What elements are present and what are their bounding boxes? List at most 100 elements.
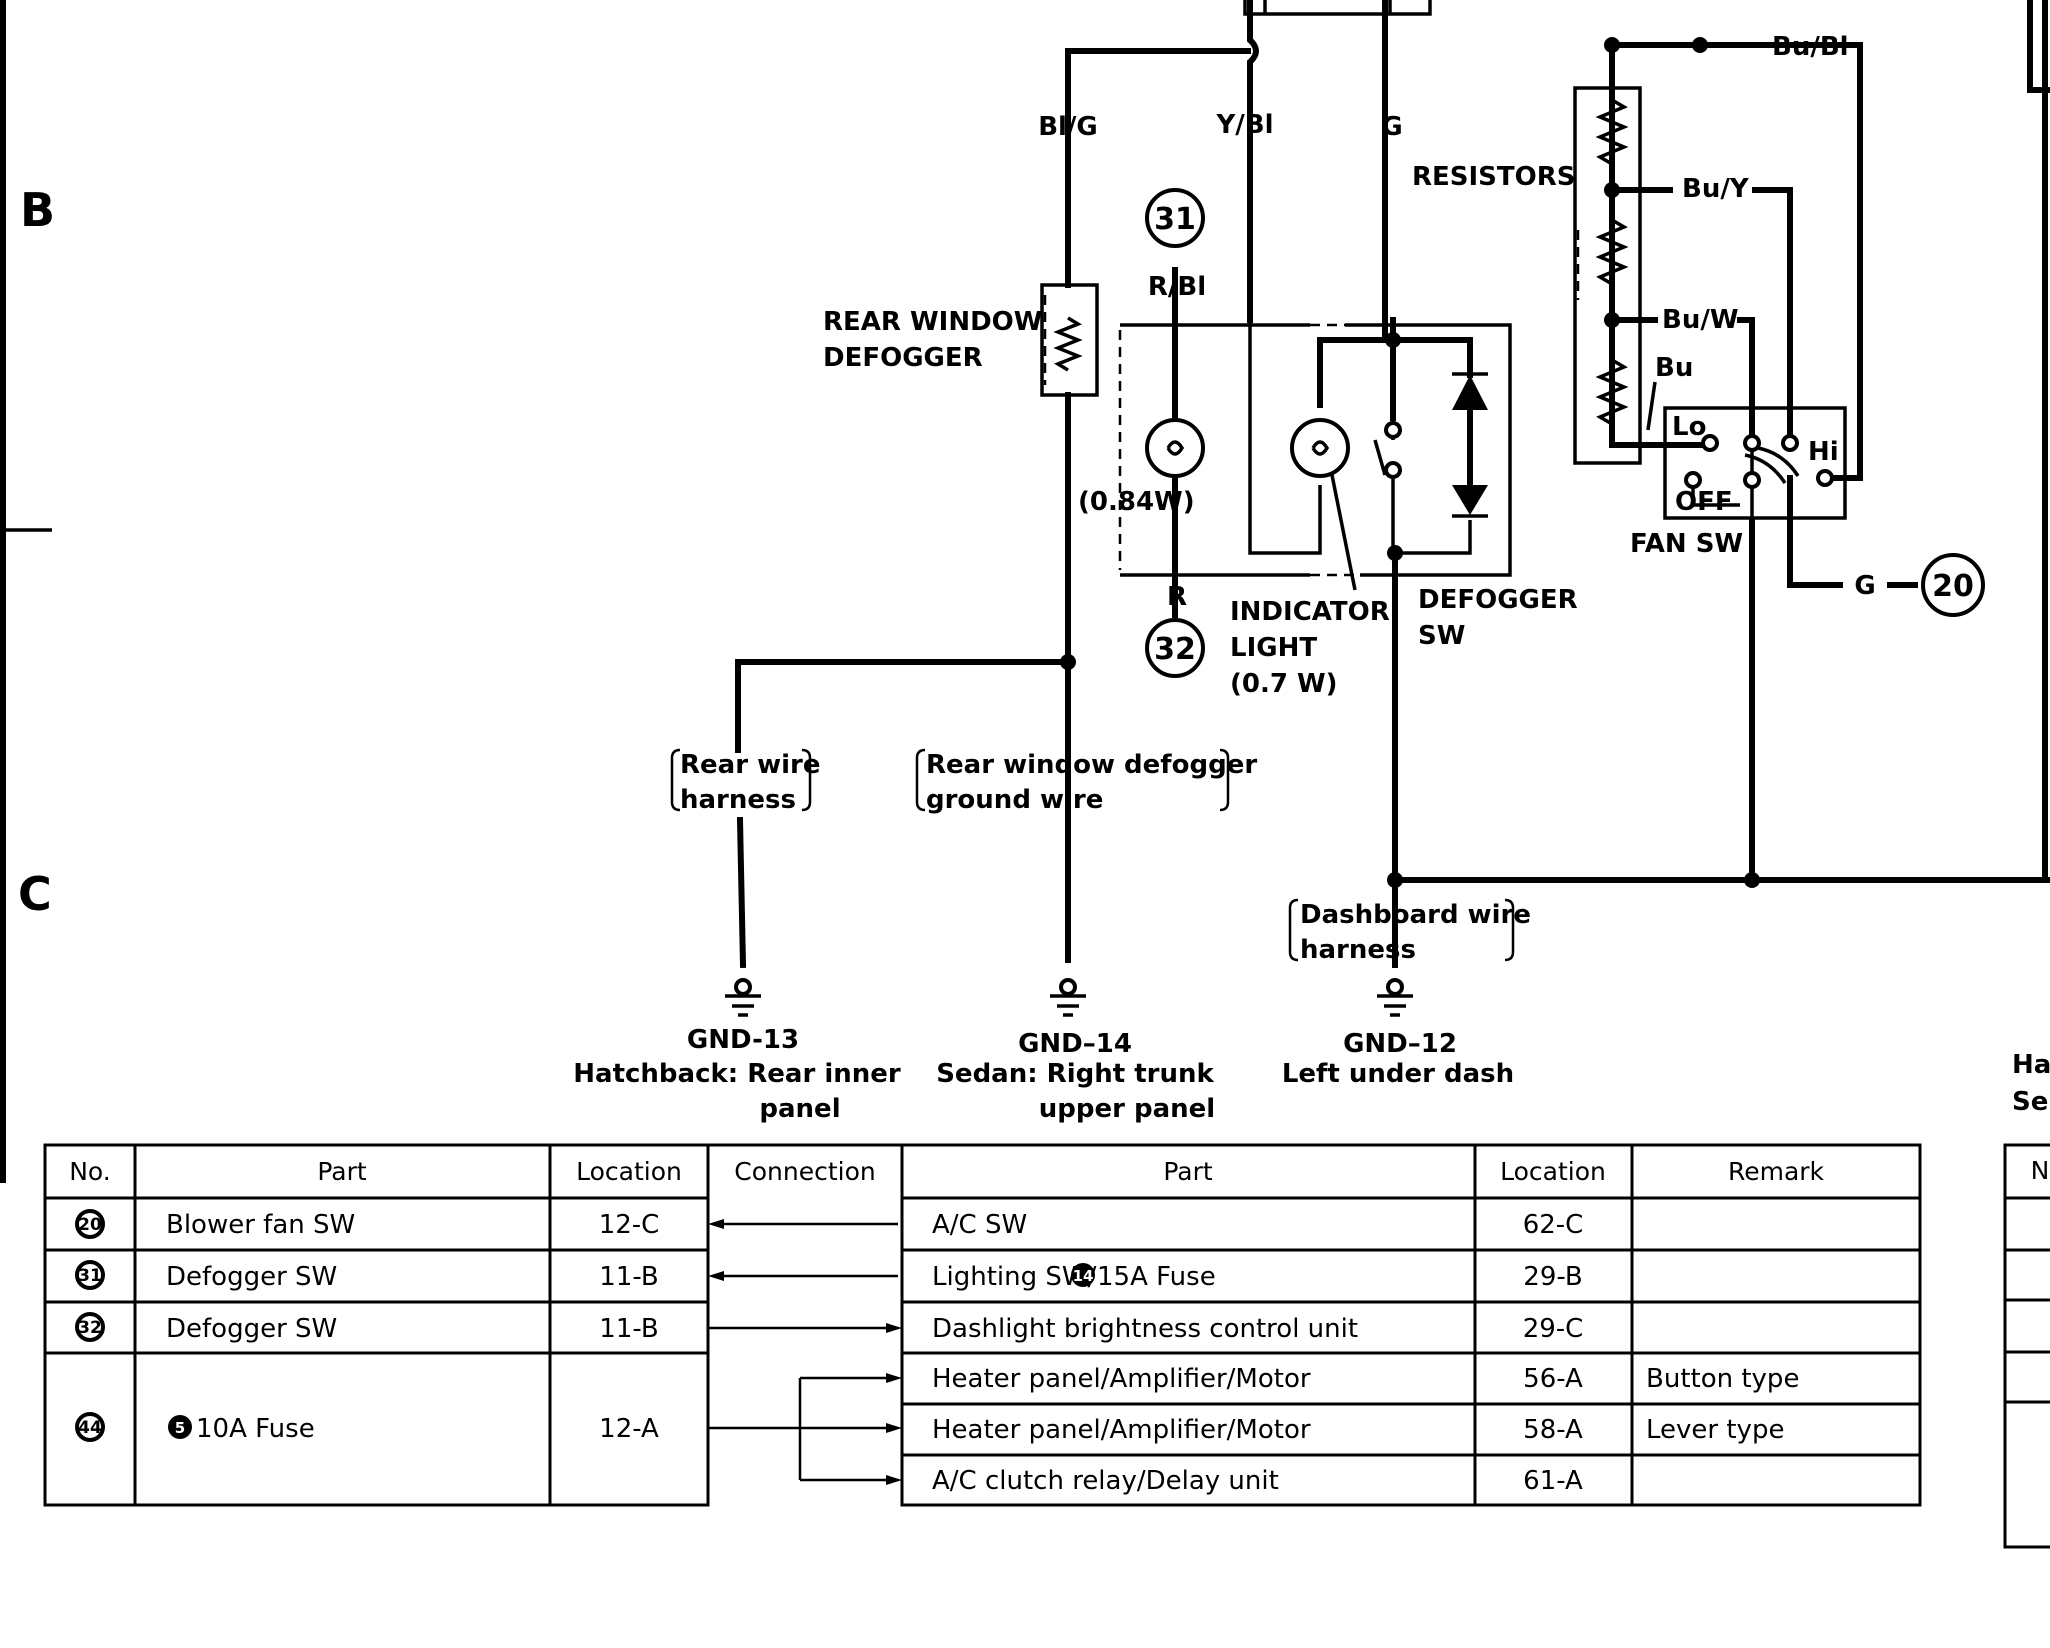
target-location: 61-A	[1523, 1466, 1583, 1496]
ground-12-id: GND–12	[1343, 1029, 1457, 1059]
connector-31	[1145, 188, 1205, 248]
row-part: Defogger SW	[166, 1262, 337, 1292]
arrow-left-icon	[708, 1271, 724, 1281]
row-location: 11-B	[599, 1262, 658, 1292]
right-edge-fragment: Ha Se N	[2003, 1050, 2050, 1549]
row-location: 11-B	[599, 1314, 658, 1344]
dashboard-harness-line2: harness	[1300, 935, 1416, 965]
row-part: Blower fan SW	[166, 1210, 355, 1240]
row-number: 20	[78, 1215, 102, 1235]
ground-14-id: GND–14	[1018, 1029, 1132, 1059]
ground-14-desc-1: Sedan: Right trunk	[936, 1059, 1214, 1089]
row-part: Defogger SW	[166, 1314, 337, 1344]
wire-label-bl-g: Bl/G	[1038, 112, 1098, 142]
connector-32-label: 32	[1154, 632, 1196, 667]
wire-label-y-bl: Y/Bl	[1215, 110, 1273, 140]
connector-31-label: 31	[1154, 202, 1196, 237]
wire-labels: Bl/G Y/Bl G R/Bl R Bu/Bl Bu/Y Bu/W Bu G	[1038, 32, 1875, 612]
zone-margin: B C	[0, 0, 55, 1183]
fan-off-label: OFF	[1675, 487, 1733, 517]
wire-label-r: R	[1167, 582, 1187, 612]
target-part-suffix: 15A Fuse	[1097, 1262, 1216, 1292]
arrow-right-icon	[886, 1323, 902, 1333]
connectors: 31 32 20	[1145, 188, 1985, 678]
target-part: Heater panel/Amplifier/Motor	[932, 1364, 1311, 1394]
fan-sw-label: FAN SW	[1630, 529, 1743, 559]
header-location: Location	[576, 1157, 682, 1186]
header-part: Part	[317, 1157, 367, 1186]
ground-symbols: GND-13 Hatchback: Rear inner panel GND–1…	[573, 978, 1514, 1124]
connector-32	[1145, 618, 1205, 678]
defogger-switch: (0.84W)	[1078, 323, 1512, 591]
wire-label-bu-w: Bu/W	[1662, 305, 1739, 335]
target-remark: Lever type	[1646, 1415, 1784, 1445]
header-connection: Connection	[734, 1157, 875, 1186]
ground-12-desc-1: Left under dash	[1282, 1059, 1514, 1089]
ground-gnd-13: GND-13 Hatchback: Rear inner panel	[573, 978, 901, 1124]
row-number: 31	[78, 1266, 102, 1286]
target-part: A/C SW	[932, 1210, 1027, 1240]
target-location: 56-A	[1523, 1364, 1583, 1394]
target-part: A/C clutch relay/Delay unit	[932, 1466, 1279, 1496]
resistors: RESISTORS	[1412, 86, 1642, 465]
rear-wire-harness-line2: harness	[680, 785, 796, 815]
resistors-label: RESISTORS	[1412, 162, 1576, 192]
target-location: 29-C	[1523, 1314, 1584, 1344]
defogger-sw-label-line1: DEFOGGER	[1418, 585, 1578, 615]
header-remark: Remark	[1728, 1157, 1825, 1186]
fuse-number-badge	[168, 1415, 192, 1439]
wire-label-r-bl: R/Bl	[1148, 272, 1206, 302]
target-remark: Button type	[1646, 1364, 1799, 1394]
ground-gnd-12: GND–12 Left under dash	[1282, 978, 1514, 1089]
edge-text-3: N	[2031, 1156, 2050, 1185]
ground-13-desc-2: panel	[759, 1094, 840, 1124]
fan-lo-label: Lo	[1672, 412, 1706, 442]
indicator-label-line2: LIGHT	[1230, 633, 1317, 663]
ground-gnd-14: GND–14 Sedan: Right trunk upper panel	[936, 978, 1215, 1124]
arrow-right-icon	[886, 1475, 902, 1485]
ground-13-id: GND-13	[687, 1025, 799, 1055]
bulb-rating: (0.84W)	[1078, 487, 1195, 517]
target-part: Dashlight brightness control unit	[932, 1314, 1358, 1344]
fuse-number-badge	[1071, 1263, 1095, 1287]
rear-wire-harness-line1: Rear wire	[680, 750, 820, 780]
wire-label-bu: Bu	[1655, 353, 1693, 383]
target-location: 58-A	[1523, 1415, 1583, 1445]
wire-label-bu-bl: Bu/Bl	[1772, 32, 1849, 62]
defogger-sw-label-line2: SW	[1418, 621, 1465, 651]
ground-13-desc-1: Hatchback: Rear inner	[573, 1059, 901, 1089]
zone-label-b: B	[20, 183, 55, 237]
arrow-left-icon	[708, 1219, 724, 1229]
header-no: No.	[69, 1157, 111, 1186]
fuse-number: 5	[175, 1419, 185, 1437]
connector-20	[1921, 553, 1985, 617]
dashboard-harness-line1: Dashboard wire	[1300, 900, 1531, 930]
arrow-right-icon	[886, 1423, 902, 1433]
component-labels: INDICATOR LIGHT (0.7 W) DEFOGGER SW	[1230, 585, 1578, 699]
connector-20-label: 20	[1932, 569, 1974, 604]
defogger-ground-line2: ground wire	[926, 785, 1103, 815]
target-part: Heater panel/Amplifier/Motor	[932, 1415, 1311, 1445]
table-row: 31 Defogger SW 11-B Lighting SW/ 14 15A …	[75, 1260, 1583, 1292]
wires	[735, 0, 2050, 969]
row-part: 10A Fuse	[196, 1414, 315, 1444]
target-part: Lighting SW/	[932, 1262, 1097, 1292]
ground-14-desc-2: upper panel	[1039, 1094, 1215, 1124]
edge-text-2: Se	[2012, 1087, 2048, 1117]
row-number: 44	[78, 1418, 102, 1438]
arrow-right-icon	[886, 1373, 902, 1383]
junctions	[1060, 37, 1760, 888]
row-location: 12-C	[599, 1210, 660, 1240]
indicator-label-line3: (0.7 W)	[1230, 669, 1338, 699]
header-target-location: Location	[1500, 1157, 1606, 1186]
edge-text-1: Ha	[2012, 1050, 2050, 1080]
header-target-part: Part	[1163, 1157, 1213, 1186]
rear-window-defogger: REAR WINDOW DEFOGGER	[823, 283, 1099, 397]
defogger-ground-line1: Rear window defogger	[926, 750, 1257, 780]
connection-table: No. Part Location Connection Part Locati…	[43, 1143, 1922, 1507]
table-row: 32 Defogger SW 11-B Dashlight brightness…	[75, 1312, 1584, 1344]
fan-switch: Lo Hi OFF FAN SW	[1630, 381, 1847, 559]
harness-notes: Rear wire harness Rear window defogger g…	[670, 748, 1531, 965]
fuse-number: 14	[1073, 1267, 1094, 1285]
